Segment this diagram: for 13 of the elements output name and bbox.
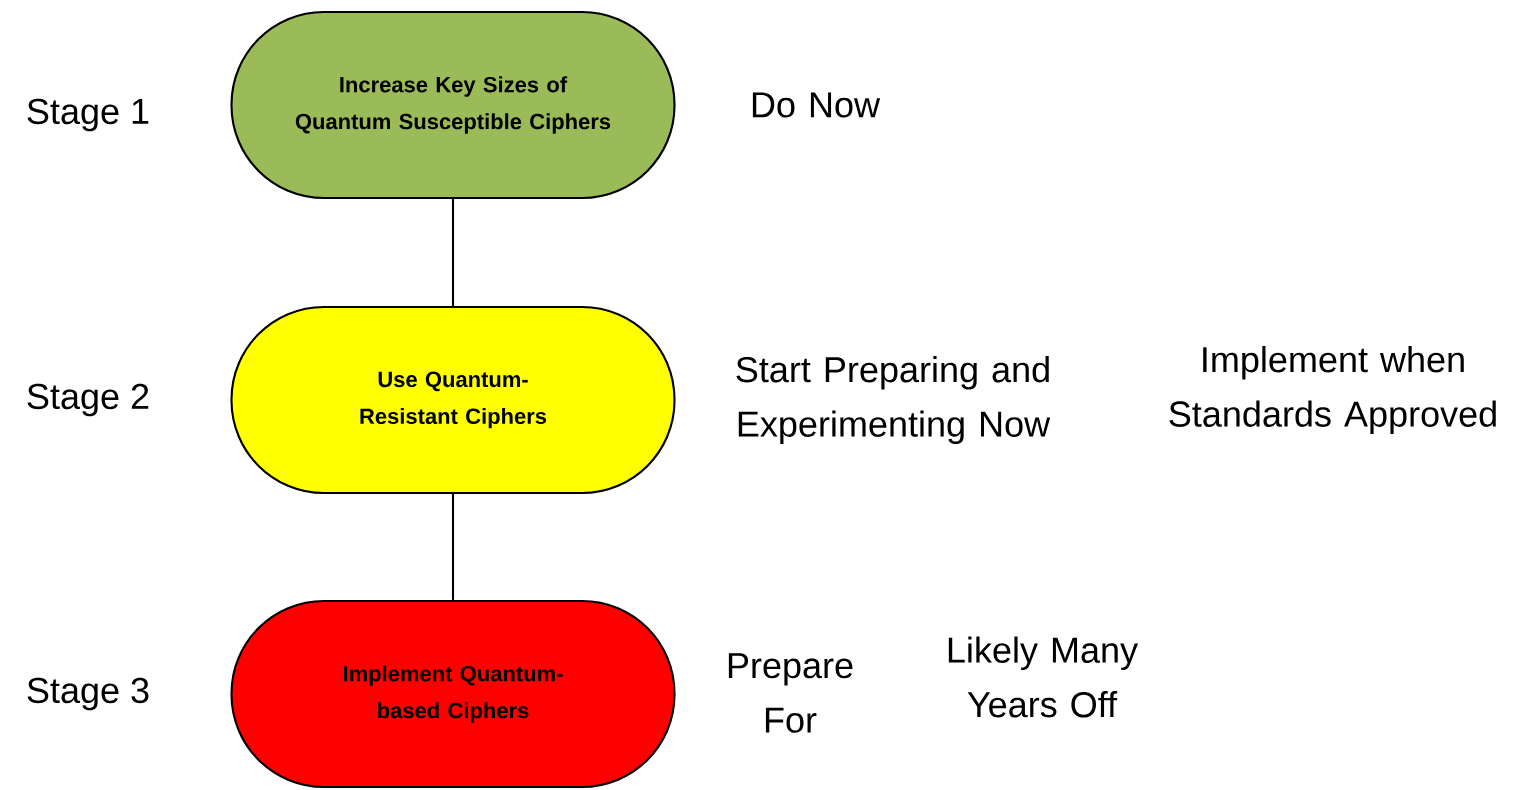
stage-box: Use Quantum-Resistant Ciphers [230,305,676,495]
note-text: Do Now [752,92,881,118]
stage-box: Increase Key Sizes of Quantum Susceptible Ciphers [230,10,676,200]
note-text: Start Preparing and Experimenting Now [736,355,1051,444]
note-text: Implement when Standards Approved [1169,345,1496,434]
connector-line [451,494,455,600]
connector-line [451,199,455,306]
note-text: Prepare For [728,653,853,733]
stage-label: Stage 2 [27,383,149,417]
note-text: Likely Many Years Off [948,636,1138,718]
stage-label: Stage 1 [27,98,149,132]
stage-box: Implement Quantum-based Ciphers [230,599,676,789]
stage-label: Stage 3 [27,677,149,711]
